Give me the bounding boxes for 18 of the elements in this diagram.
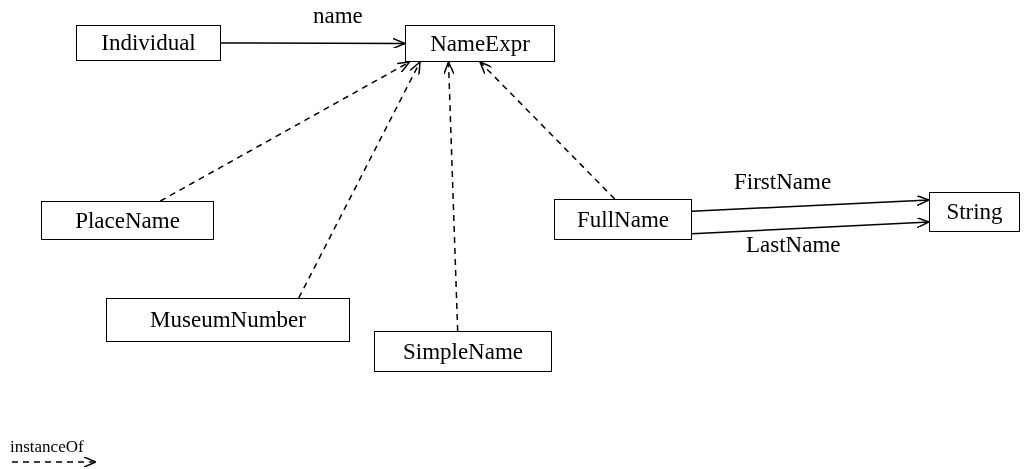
- class-name: Individual: [101, 30, 196, 56]
- class-name: String: [946, 199, 1003, 225]
- class-name: NameExpr: [430, 30, 530, 57]
- class-box: [41, 201, 214, 240]
- class-box: [76, 25, 221, 61]
- class-box: [374, 331, 552, 372]
- class-box: [106, 298, 350, 342]
- edge-label: name: [313, 4, 363, 27]
- edge-label: FirstName: [734, 170, 832, 193]
- class-name: SimpleName: [402, 338, 524, 365]
- edge-label: LastName: [746, 233, 841, 256]
- class-name: PlaceName: [75, 207, 180, 234]
- class-box: [405, 25, 555, 62]
- class-name: FullName: [577, 206, 669, 233]
- class-box: [554, 199, 692, 240]
- class-name: MuseumNumber: [150, 307, 306, 333]
- legend-label: instanceOf: [10, 438, 84, 455]
- class-box: [929, 192, 1020, 232]
